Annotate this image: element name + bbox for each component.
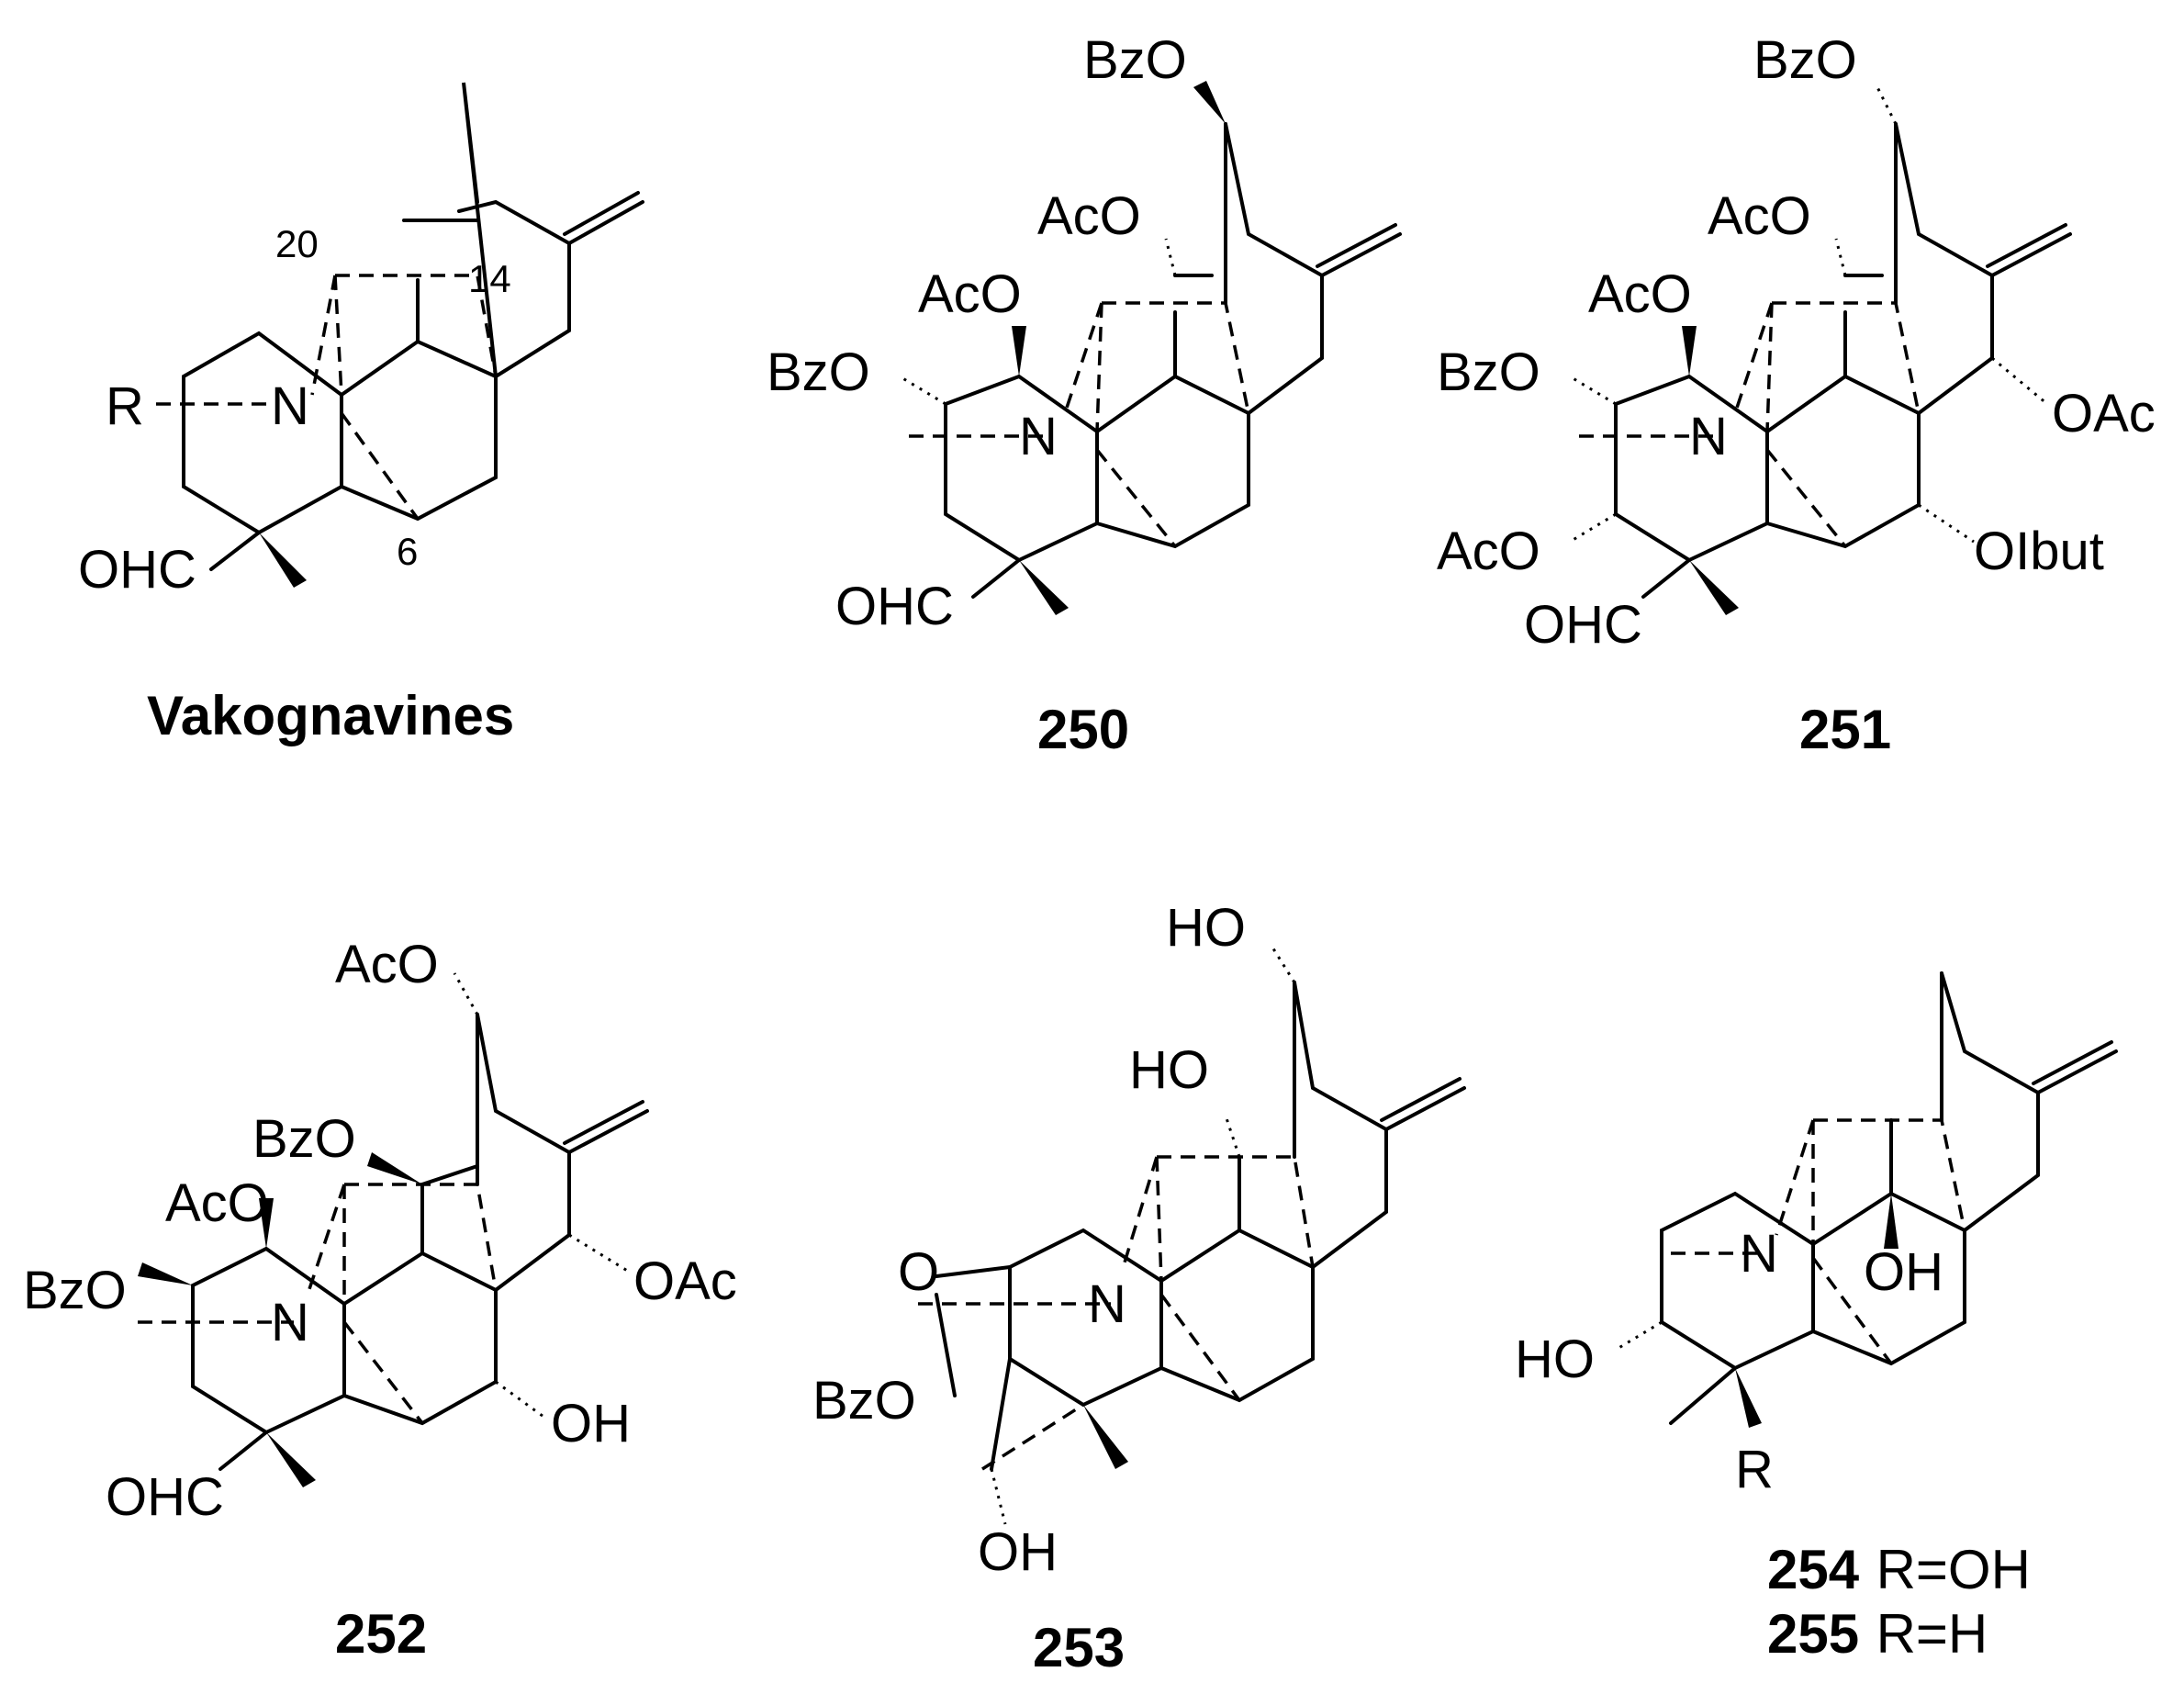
label-aco-upper: AcO: [1037, 186, 1141, 246]
compound-name-255: 255: [1767, 1603, 1859, 1665]
label-aco-left: AcO: [1588, 264, 1692, 324]
label-oh: OH: [1864, 1242, 1943, 1302]
compound-name: 251: [1799, 699, 1891, 760]
label-bzo-left: BzO: [1437, 342, 1540, 402]
label-n: N: [1019, 407, 1058, 466]
label-n: N: [271, 1293, 309, 1352]
label-oac: OAc: [2052, 384, 2156, 443]
label-bzo-left: BzO: [23, 1261, 127, 1320]
compound-name-255-line: 255 R=H: [1767, 1603, 1988, 1665]
structure-vakognavines: R N OHC 20 14 6 Vakognavines: [78, 82, 644, 746]
label-oac: OAc: [633, 1251, 737, 1311]
label-n: N: [1689, 407, 1728, 466]
label-n: N: [271, 376, 309, 436]
compound-name-254: 254: [1767, 1539, 1860, 1600]
structure-250: BzO AcO AcO BzO N OHC 250: [767, 30, 1402, 760]
label-r: R: [106, 376, 144, 436]
label-oh: OH: [551, 1394, 631, 1453]
label-aco-left: AcO: [165, 1173, 269, 1233]
label-o-ring: O: [898, 1242, 939, 1302]
label-ohc: OHC: [1524, 595, 1642, 655]
label-ohc: OHC: [78, 540, 196, 600]
label-n: N: [1740, 1224, 1778, 1284]
locant-20: 20: [275, 222, 319, 265]
label-aco-left: AcO: [918, 264, 1022, 324]
locant-14: 14: [468, 257, 511, 300]
label-bzo-upper: BzO: [252, 1109, 356, 1169]
compound-name: 253: [1033, 1617, 1125, 1678]
compound-name: Vakognavines: [147, 685, 514, 746]
substituent-255: R=H: [1876, 1603, 1988, 1665]
label-bzo: BzO: [812, 1371, 916, 1431]
structure-251: BzO AcO AcO BzO N OAc AcO OIbut OHC 251: [1437, 30, 2156, 760]
label-ho-mid: HO: [1129, 1040, 1209, 1100]
label-aco-upper: AcO: [1708, 186, 1811, 246]
compound-name-254-line: 254 R=OH: [1767, 1539, 2031, 1600]
label-ho: HO: [1515, 1330, 1595, 1389]
label-aco-lower: AcO: [1437, 522, 1540, 581]
label-oibut: OIbut: [1974, 522, 2104, 581]
label-ho-top: HO: [1166, 898, 1246, 958]
label-ohc: OHC: [835, 577, 954, 636]
label-bzo-top: BzO: [1083, 30, 1187, 90]
structure-253: HO HO O N BzO OH 253: [812, 898, 1466, 1678]
structure-254-255: N OH HO R 254 R=OH 255 R=H: [1515, 971, 2118, 1665]
label-ohc: OHC: [106, 1467, 224, 1527]
label-aco-top: AcO: [335, 935, 439, 994]
locant-6: 6: [397, 530, 418, 573]
structure-252: AcO BzO AcO BzO N OAc OH OHC 252: [23, 935, 737, 1665]
label-bzo-top: BzO: [1753, 30, 1857, 90]
compound-name: 252: [335, 1603, 427, 1665]
label-bzo-left: BzO: [767, 342, 870, 402]
compound-name: 250: [1037, 699, 1129, 760]
label-oh: OH: [978, 1522, 1058, 1582]
substituent-254: R=OH: [1876, 1539, 2031, 1600]
label-n: N: [1088, 1274, 1126, 1334]
label-r: R: [1735, 1440, 1774, 1499]
